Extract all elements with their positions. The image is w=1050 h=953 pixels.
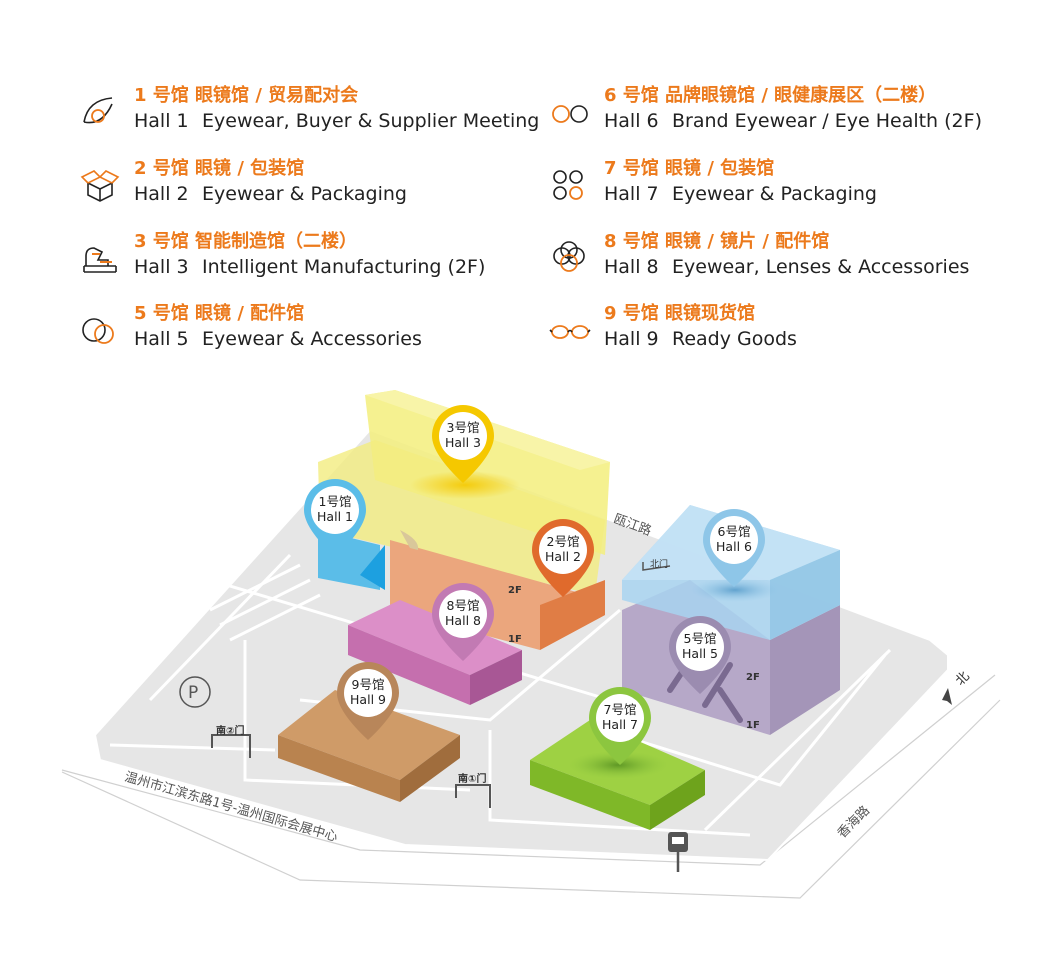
legend-item-hall5: 5 号馆 眼镜 / 配件馆 Hall 5 Eyewear & Accessorie… xyxy=(78,302,548,358)
legend-cn-label: 6 号馆 品牌眼镜馆 / 眼健康展区（二楼） xyxy=(604,85,937,106)
eye-lens-icon xyxy=(83,97,113,124)
pin-en-label: Hall 2 xyxy=(545,549,581,564)
gate-north-label: 北门 xyxy=(650,560,669,570)
pin-en-label: Hall 3 xyxy=(445,435,481,450)
pin-cn-label: 8号馆 xyxy=(446,598,480,613)
pin-en-label: Hall 9 xyxy=(350,692,386,707)
legend-item-hall3: 3 号馆 智能制造馆（二楼） Hall 3 Intelligent Manufac… xyxy=(78,230,548,286)
hall2-floor-2f: 2F xyxy=(508,585,522,596)
gate-south2 xyxy=(211,734,251,758)
gate-south2-label: 南②门 xyxy=(216,726,245,737)
legend-en-label: Brand Eyewear / Eye Health (2F) xyxy=(672,110,982,132)
legend-hall-number: Hall 2 xyxy=(134,183,189,205)
pin-marker-hall5[interactable] xyxy=(669,616,731,694)
legend-cn-label: 8 号馆 眼镜 / 镜片 / 配件馆 xyxy=(604,231,830,252)
pin-cn-label: 1号馆 xyxy=(318,494,352,509)
legend-item-hall2: 2 号馆 眼镜 / 包装馆 Hall 2 Eyewear & Packaging xyxy=(78,157,548,213)
machine-icon xyxy=(83,247,117,273)
two-lenses-icon xyxy=(82,318,114,344)
gate-south1-label: 南①门 xyxy=(458,774,487,785)
pin-cn-label: 9号馆 xyxy=(351,677,385,692)
legend-cn-label: 9 号馆 眼镜现货馆 xyxy=(604,303,756,324)
legend-hall-number: Hall 1 xyxy=(134,110,189,132)
legend-hall-number: Hall 7 xyxy=(604,183,659,205)
legend-item-hall9: 9 号馆 眼镜现货馆 Hall 9 Ready Goods xyxy=(548,302,1018,358)
spectacles-icon xyxy=(549,325,591,339)
legend-cn-label: 1 号馆 眼镜馆 / 贸易配对会 xyxy=(134,85,359,106)
legend-cn-label: 7 号馆 眼镜 / 包装馆 xyxy=(604,158,775,179)
legend-hall-number: Hall 5 xyxy=(134,328,189,350)
pin-marker-hall7[interactable] xyxy=(589,687,651,765)
hall5-floor-2f: 2F xyxy=(746,672,760,683)
legend-en-label: Eyewear, Buyer & Supplier Meeting xyxy=(202,110,540,132)
gate-south1 xyxy=(455,784,491,808)
glasses-icon xyxy=(552,105,588,123)
bus-stop-icon xyxy=(668,832,688,872)
open-box-icon xyxy=(80,170,120,202)
pin-cn-label: 7号馆 xyxy=(603,702,637,717)
road-outlines xyxy=(61,674,1001,899)
pin-marker-hall9[interactable] xyxy=(336,661,400,740)
pin-marker-hall1[interactable] xyxy=(303,478,366,557)
pin-en-label: Hall 6 xyxy=(716,539,752,554)
legend-cn-label: 5 号馆 眼镜 / 配件馆 xyxy=(134,303,305,324)
legend-en-label: Eyewear & Accessories xyxy=(202,328,422,350)
legend-en-label: Ready Goods xyxy=(672,328,797,350)
legend-hall-number: Hall 8 xyxy=(604,256,659,278)
hall8-building xyxy=(348,600,522,705)
legend-hall-number: Hall 9 xyxy=(604,328,659,350)
hall2-floor-1f: 1F xyxy=(508,634,522,645)
legend-item-hall6: 6 号馆 品牌眼镜馆 / 眼健康展区（二楼） Hall 6 Brand Eyewe… xyxy=(548,84,1018,140)
pin-en-label: Hall 8 xyxy=(445,613,481,628)
legend-item-hall1: 1 号馆 眼镜馆 / 贸易配对会 Hall 1 Eyewear, Buyer & … xyxy=(78,84,548,140)
hall5-floor-1f: 1F xyxy=(746,720,760,731)
stacked-lenses-icon xyxy=(553,241,585,272)
legend-en-label: Eyewear & Packaging xyxy=(202,183,407,205)
legend-en-label: Intelligent Manufacturing (2F) xyxy=(202,256,486,278)
pin-en-label: Hall 5 xyxy=(682,646,718,661)
north-arrow-icon xyxy=(942,688,952,705)
legend-item-hall7: 7 号馆 眼镜 / 包装馆 Hall 7 Eyewear & Packaging xyxy=(548,157,1018,213)
parking-label: P xyxy=(188,683,199,703)
pin-cn-label: 2号馆 xyxy=(546,534,580,549)
gate-north xyxy=(642,562,671,571)
four-circles-icon xyxy=(553,170,583,200)
pin-en-label: Hall 7 xyxy=(602,717,638,732)
pin-marker-hall8[interactable] xyxy=(431,582,494,661)
pin-en-label: Hall 1 xyxy=(317,509,353,524)
parking-sign xyxy=(179,676,211,708)
legend-hall-number: Hall 3 xyxy=(134,256,189,278)
legend-hall-number: Hall 6 xyxy=(604,110,659,132)
legend-item-hall8: 8 号馆 眼镜 / 镜片 / 配件馆 Hall 8 Eyewear, Lenses… xyxy=(548,230,1018,286)
legend-cn-label: 2 号馆 眼镜 / 包装馆 xyxy=(134,158,305,179)
pin-cn-label: 6号馆 xyxy=(717,524,751,539)
pin-marker-hall6[interactable] xyxy=(703,509,765,587)
pin-marker-hall3[interactable] xyxy=(431,404,494,483)
legend-cn-label: 3 号馆 智能制造馆（二楼） xyxy=(134,231,358,252)
pin-marker-hall2[interactable] xyxy=(532,519,594,597)
pin-cn-label: 5号馆 xyxy=(683,631,717,646)
pin-cn-label: 3号馆 xyxy=(446,420,480,435)
legend-en-label: Eyewear & Packaging xyxy=(672,183,877,205)
legend-en-label: Eyewear, Lenses & Accessories xyxy=(672,256,970,278)
